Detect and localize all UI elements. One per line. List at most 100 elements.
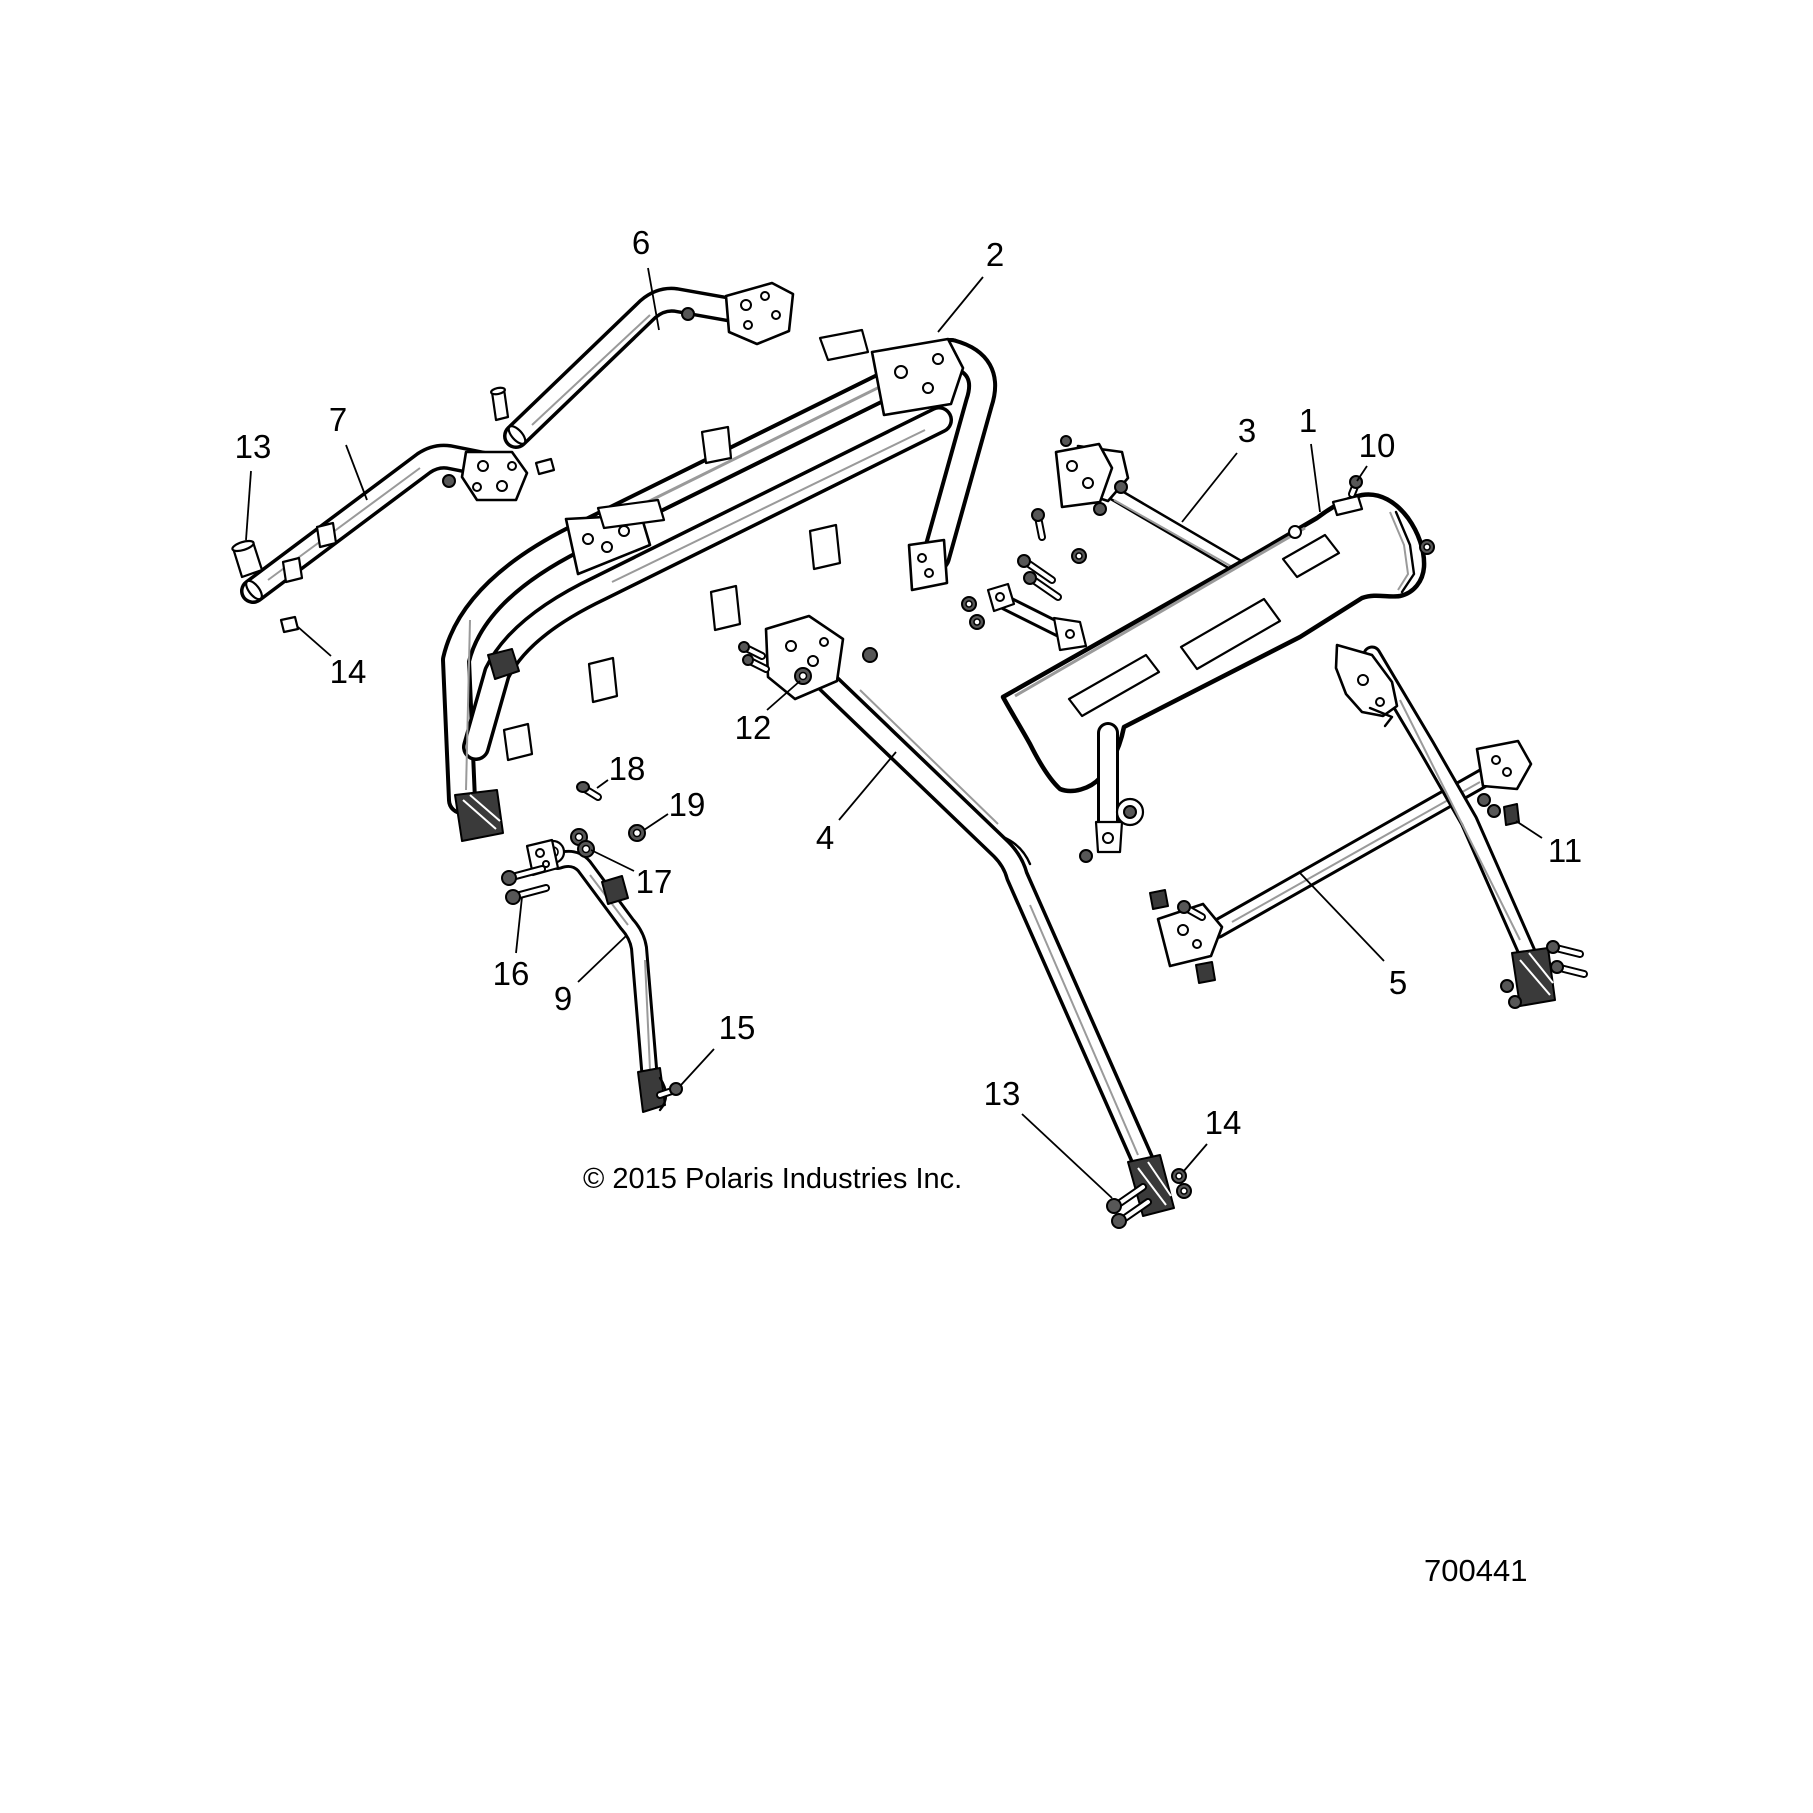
copyright-text: © 2015 Polaris Industries Inc.: [583, 1163, 962, 1195]
bolt-16: [505, 889, 521, 905]
callout-leader-3: [1181, 452, 1238, 523]
cross-tube-left-bracket: [1156, 902, 1224, 968]
tube-9-clamp: [601, 875, 629, 905]
callout-leader-18: [596, 779, 609, 789]
tube-6-open-end: [507, 425, 527, 445]
callout-label-4: 4: [816, 819, 834, 856]
bracket-bolt: [742, 654, 754, 666]
brace-bracket: [1054, 442, 1114, 509]
callout-leader-13: [1021, 1113, 1113, 1199]
bottom-fasteners: [1106, 1168, 1192, 1229]
callout-label-6: 6: [632, 224, 650, 261]
clip-nut: [1195, 961, 1216, 984]
roll-pin-14: [279, 615, 300, 634]
hoop-foot-plate: [454, 789, 504, 842]
part-4-pillar-tube: [738, 614, 1175, 1217]
part-8-link: [961, 508, 1088, 652]
callout-label-12: 12: [735, 709, 772, 746]
link-bolt: [1023, 571, 1037, 585]
bolt-18: [576, 781, 590, 793]
bolt-13: [1111, 1213, 1127, 1229]
hoop-tab: [700, 425, 733, 465]
callout-leader-12: [766, 680, 801, 711]
hoop-leg-clevis: [907, 538, 949, 592]
callout-label-9: 9: [554, 980, 572, 1017]
callout-leader-4: [838, 751, 897, 821]
panel-cutout: [1067, 653, 1161, 718]
callout-label-16: 16: [493, 955, 530, 992]
panel-screw: [1079, 849, 1093, 863]
link-pin: [1031, 508, 1045, 522]
callout-label-7: 7: [329, 401, 347, 438]
fastener-pins: [231, 386, 510, 634]
tube-7-bolt: [442, 474, 456, 488]
tube-4-bolt: [862, 647, 878, 663]
callout-label-17: 17: [636, 863, 673, 900]
callout-label-13: 13: [235, 428, 272, 465]
bolt-13: [1106, 1198, 1122, 1214]
tube-6-end-bracket: [724, 281, 795, 346]
part-6-grab-bar-tube: [506, 281, 795, 447]
callout-leader-1: [1310, 443, 1321, 513]
part-5-cross-tube: [1149, 773, 1492, 984]
hoop-tab: [808, 523, 842, 571]
link-bolt: [1017, 554, 1031, 568]
callout-label-14: 14: [1205, 1104, 1242, 1141]
brace-bolt: [1093, 502, 1107, 516]
mount-pin: [534, 457, 556, 476]
callout-label-15: 15: [719, 1009, 756, 1046]
callout-leader-13: [245, 470, 252, 541]
tube-9-foot: [637, 1067, 666, 1113]
pillar-nut: [1500, 979, 1514, 993]
callout-label-2: 2: [986, 236, 1004, 273]
callout-label-1: 1: [1299, 402, 1317, 439]
hoop-clamp: [487, 648, 520, 680]
callout-leader-19: [643, 813, 669, 831]
callout-leader-17: [590, 849, 635, 872]
pillar-nut: [1508, 995, 1522, 1009]
part-7-grab-bar-tube: [243, 452, 556, 602]
figure-number: 700441: [1424, 1553, 1527, 1588]
panel-cutout: [1281, 533, 1341, 579]
tube-7-tab: [315, 521, 338, 549]
brace-bolt: [1114, 480, 1128, 494]
callout-label-10: 10: [1359, 427, 1396, 464]
hoop-mid-clamp-cap: [596, 498, 666, 530]
callout-leader-10: [1356, 465, 1368, 482]
tube-7-open-end: [245, 579, 263, 601]
brace-bolt: [1060, 435, 1072, 447]
part-1-cab-frame-panel: [1000, 475, 1435, 863]
callout-label-19: 19: [669, 786, 706, 823]
callout-label-11: 11: [1548, 832, 1582, 869]
part-9-support-tube: [501, 781, 683, 1113]
bolt-16: [501, 870, 517, 886]
callout-leader-11: [1515, 820, 1543, 839]
right-rear-pillar: [1372, 655, 1588, 1009]
callout-leader-5: [1299, 872, 1385, 962]
screw-15: [669, 1082, 683, 1096]
tube-6-bolt: [681, 307, 695, 321]
callout-leader-6: [647, 267, 660, 331]
hoop-tab: [709, 584, 742, 632]
hoop-tab: [587, 656, 619, 704]
cross-tube-right-bracket: [1475, 739, 1533, 791]
callout-leader-14: [297, 626, 332, 657]
panel-top-tab: [1331, 494, 1364, 517]
pillar-top-bracket: [764, 614, 845, 701]
callout-leader-14: [1182, 1143, 1208, 1173]
callout-leader-7: [345, 444, 368, 501]
callout-leader-9: [577, 935, 627, 983]
tube-9-lug: [525, 838, 560, 877]
hoop-corner-bracket: [870, 337, 965, 417]
flange-nut: [1487, 804, 1501, 818]
tube-7-tab: [281, 556, 304, 584]
callout-label-3: 3: [1238, 412, 1256, 449]
bracket-bolt: [738, 641, 750, 653]
clip-nut: [1149, 889, 1169, 910]
callout-label-5: 5: [1389, 964, 1407, 1001]
callout-label-14: 14: [330, 653, 367, 690]
part-2-main-hoop: [454, 328, 982, 842]
